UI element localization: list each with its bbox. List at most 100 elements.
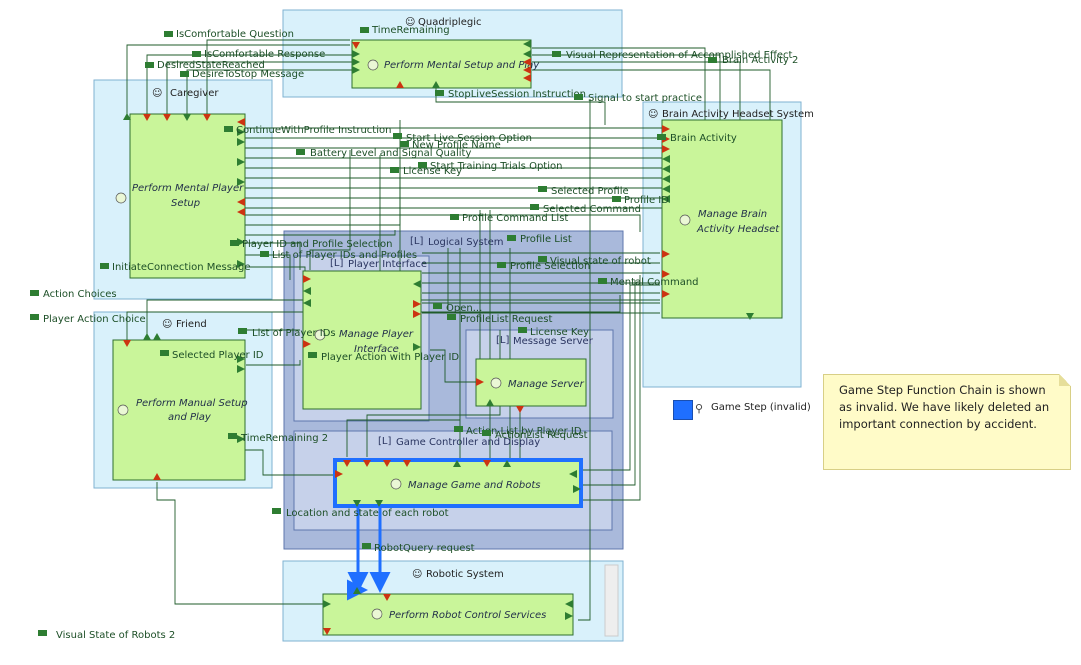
- component-icon: [L]: [330, 258, 343, 269]
- function-label-line2: Activity Headset: [696, 224, 780, 235]
- function-label-line1: Manage Player: [339, 329, 414, 340]
- component-title-logical: [L] Logical System: [410, 236, 504, 248]
- svg-text:ProfileList Request: ProfileList Request: [460, 314, 552, 325]
- exchange-label: DesiredStateReached: [145, 60, 265, 71]
- exchange-label: RobotQuery request: [362, 543, 475, 554]
- svg-text:New Profile Name: New Profile Name: [412, 140, 501, 151]
- exchange-label: Visual state of robot: [538, 256, 651, 267]
- svg-text:ActionList Request: ActionList Request: [495, 430, 588, 441]
- component-name: Message Server: [513, 336, 594, 347]
- svg-text:Action Choices: Action Choices: [43, 289, 117, 300]
- actor-name: Robotic System: [426, 569, 504, 580]
- svg-text:Profile List: Profile List: [520, 234, 572, 245]
- svg-text:ContinueWithProfile Instructio: ContinueWithProfile Instruction: [236, 125, 391, 136]
- exchange-label: Battery Level and Signal Quality: [296, 148, 471, 159]
- exchange-label: Profile Selection: [497, 261, 590, 272]
- stick-figure-icon: ☺: [648, 109, 658, 120]
- ports: [123, 40, 754, 635]
- exchange-label: ActionList Request: [482, 430, 588, 441]
- exchange-labels: IsComfortable Question IsComfortable Res…: [30, 25, 798, 641]
- component-icon: [L]: [378, 436, 391, 447]
- exchange-label: Signal to start practice: [574, 93, 702, 104]
- svg-text:Signal to start practice: Signal to start practice: [588, 93, 702, 104]
- component-icon: [L]: [496, 335, 509, 346]
- scrollbar-strip[interactable]: [604, 564, 619, 637]
- actor-title-caregiver: ☺ Caregiver: [152, 88, 219, 99]
- function-perform-robot-control-services[interactable]: Perform Robot Control Services: [322, 593, 574, 636]
- actor-title-brain: ☺ Brain Activity Headset System: [648, 109, 814, 120]
- svg-text:Start Training Trials Option: Start Training Trials Option: [430, 161, 562, 172]
- component-name: Player Interface: [348, 259, 427, 270]
- actor-title-friend: ☺ Friend: [162, 319, 207, 330]
- svg-text:Selected Player ID: Selected Player ID: [172, 350, 264, 361]
- note[interactable]: Game Step Function Chain is shown as inv…: [823, 374, 1071, 470]
- exchange-label: Player Action Choice: [30, 314, 146, 325]
- exchange-label: InitiateConnection Message: [100, 262, 251, 273]
- exchange-label: New Profile Name: [400, 140, 501, 151]
- svg-text:Brain Activity: Brain Activity: [670, 133, 737, 144]
- function-perform-mental-player-setup[interactable]: Perform Mental Player Setup: [115, 113, 246, 279]
- actor-name: Brain Activity Headset System: [662, 109, 814, 120]
- exchange-label: Visual State of Robots 2: [38, 630, 175, 641]
- svg-text:List of Player IDs and Profile: List of Player IDs and Profiles: [272, 250, 417, 261]
- function-label-line2: Setup: [171, 198, 200, 209]
- exchange-label: License Key: [390, 166, 462, 177]
- svg-text:InitiateConnection Message: InitiateConnection Message: [112, 262, 251, 273]
- svg-text:Battery Level and Signal Quali: Battery Level and Signal Quality: [310, 148, 471, 159]
- svg-text:DesiredStateReached: DesiredStateReached: [157, 60, 265, 71]
- function-manage-player-interface[interactable]: Manage Player Interface: [302, 270, 422, 410]
- game-step-swatch-icon[interactable]: [673, 400, 693, 420]
- exchange-label: Mental Command: [598, 277, 699, 288]
- exchange-label: ProfileList Request: [447, 314, 552, 325]
- svg-text:Player ID and Profile Selectio: Player ID and Profile Selection: [242, 239, 392, 250]
- exchange-label: Action List by Player ID: [454, 426, 582, 437]
- actor-name: Friend: [176, 319, 207, 330]
- component-title-message-server: [L] Message Server: [496, 335, 594, 347]
- chain-icon: ⚲: [695, 402, 704, 415]
- function-label: Perform Robot Control Services: [389, 610, 546, 621]
- function-manage-server[interactable]: Manage Server: [475, 358, 587, 407]
- exchange-label: List of Player IDs and Profiles: [260, 250, 417, 261]
- actor-title-quadriplegic: ☺ Quadriplegic: [405, 17, 481, 28]
- exchange-label: Selected Profile: [538, 186, 629, 197]
- function-label-line1: Perform Manual Setup: [136, 398, 248, 409]
- svg-text:Start Live Session Option: Start Live Session Option: [406, 133, 532, 144]
- svg-text:Visual Representation of Accom: Visual Representation of Accomplished Ef…: [566, 50, 792, 61]
- exchange-label: Start Training Trials Option: [418, 161, 562, 172]
- function-manage-brain-activity-headset[interactable]: Manage Brain Activity Headset: [661, 119, 783, 319]
- svg-text:RobotQuery request: RobotQuery request: [374, 543, 475, 554]
- exchange-label: IsComfortable Response: [192, 49, 325, 60]
- exchange-label: TimeRemaining: [360, 25, 450, 36]
- exchange-label: Player ID and Profile Selection: [230, 239, 392, 250]
- stick-figure-icon: ☺: [162, 319, 172, 330]
- svg-text:Mental Command: Mental Command: [610, 277, 699, 288]
- exchange-label: Selected Command: [530, 204, 641, 215]
- exchange-label: Location and state of each robot: [272, 508, 449, 519]
- svg-text:Selected Command: Selected Command: [543, 204, 641, 215]
- stick-figure-icon: ☺: [412, 569, 422, 580]
- function-label: Perform Mental Setup and Play: [384, 60, 540, 71]
- svg-text:Profile Selection: Profile Selection: [510, 261, 590, 272]
- exchange-label: Selected Player ID: [160, 350, 264, 361]
- function-label-line1: Manage Brain: [698, 209, 767, 220]
- svg-text:Action List by Player ID: Action List by Player ID: [466, 426, 582, 437]
- exchange-label: Action Choices: [30, 289, 117, 300]
- svg-text:Open...: Open...: [446, 303, 482, 314]
- svg-text:List of Player IDs: List of Player IDs: [252, 328, 336, 339]
- exchange-label: DesireToStop Message: [180, 69, 304, 80]
- exchange-label: Player Action with Player ID: [308, 352, 459, 363]
- component-title-player-interface: [L] Player Interface: [330, 258, 427, 270]
- svg-text:Profile Command List: Profile Command List: [462, 213, 568, 224]
- function-label-line2: and Play: [168, 412, 212, 423]
- svg-text:IsComfortable Question: IsComfortable Question: [176, 29, 294, 40]
- function-perform-mental-setup-and-play[interactable]: Perform Mental Setup and Play: [351, 39, 540, 89]
- exchange-label: ContinueWithProfile Instruction: [224, 125, 391, 136]
- svg-text:Player Action Choice: Player Action Choice: [43, 314, 146, 325]
- exchange-label: Profile List: [507, 234, 572, 245]
- function-perform-manual-setup-and-play[interactable]: Perform Manual Setup and Play: [112, 339, 248, 481]
- exchange-label: Profile ID: [612, 195, 669, 206]
- exchange-label: List of Player IDs: [238, 328, 336, 339]
- function-manage-game-and-robots[interactable]: Manage Game and Robots: [333, 458, 583, 508]
- exchange-label: Visual Representation of Accomplished Ef…: [552, 50, 792, 61]
